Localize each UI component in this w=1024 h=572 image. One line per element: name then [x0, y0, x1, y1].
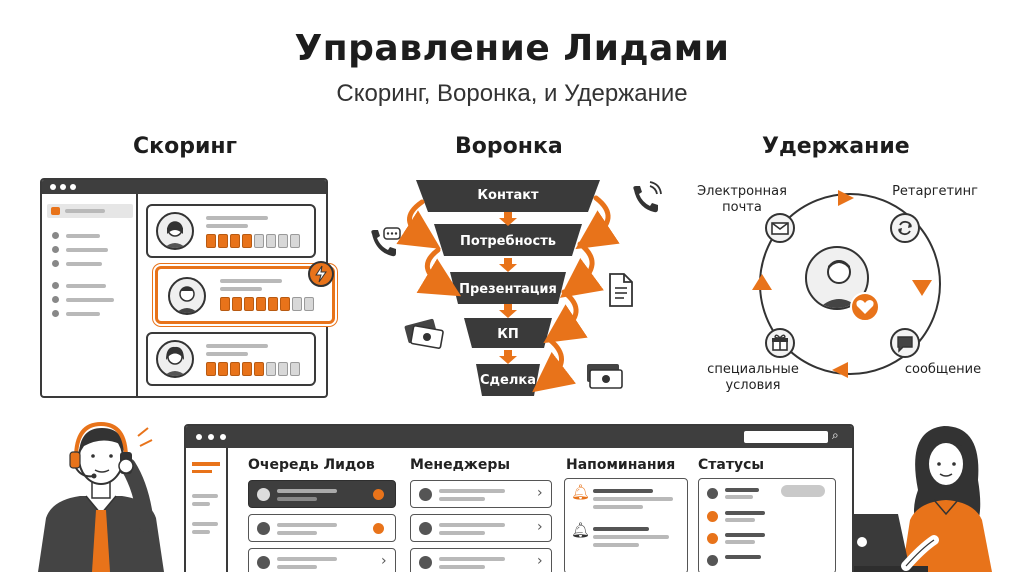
- score-cell: [242, 234, 252, 248]
- lead-card-1[interactable]: [146, 204, 316, 258]
- label-message: сообщение: [904, 362, 982, 377]
- search-input[interactable]: [744, 431, 828, 443]
- sidebar-item-active[interactable]: [47, 204, 133, 218]
- column-head-managers: Менеджеры: [410, 457, 511, 473]
- chevron-right-icon[interactable]: ›: [537, 485, 543, 501]
- page-title: Управление Лидами: [294, 28, 730, 69]
- score-cell: [268, 297, 278, 311]
- score-cell: [266, 234, 276, 248]
- label-email-text: Электронная почта: [697, 184, 787, 215]
- score-cell: [292, 297, 302, 311]
- manager-row-1[interactable]: ›: [410, 480, 552, 508]
- call-operator-illustration: [38, 421, 164, 572]
- column-head-reminders: Напоминания: [566, 457, 676, 473]
- label-retargeting: Ретаргетинг: [892, 184, 978, 199]
- email-icon: [765, 213, 795, 243]
- manager-illustration: [810, 426, 992, 572]
- document-icon: [609, 273, 633, 307]
- score-cell: [256, 297, 266, 311]
- score-cell: [278, 234, 288, 248]
- section-heading-retention: Удержание: [762, 134, 910, 159]
- message-icon: [890, 328, 920, 358]
- window-titlebar: ⌕: [186, 426, 852, 448]
- score-cell: [218, 362, 228, 376]
- score-cell: [254, 362, 264, 376]
- avatar: [156, 212, 194, 250]
- lead-card-3[interactable]: [146, 332, 316, 386]
- score-cell: [230, 362, 240, 376]
- manager-row-3[interactable]: ›: [410, 548, 552, 572]
- score-cell: [206, 362, 216, 376]
- scoring-sidebar: [42, 194, 138, 396]
- avatar: [168, 277, 206, 315]
- score-cell: [218, 234, 228, 248]
- funnel-stage-3: [450, 272, 566, 304]
- label-email: Электронная почта: [692, 184, 792, 216]
- funnel-label-need: Потребность: [460, 234, 556, 249]
- funnel-stage-2: [434, 224, 582, 256]
- retention-cycle: [752, 190, 941, 378]
- funnel-label-deal: Сделка: [480, 373, 536, 388]
- score-cell: [206, 234, 216, 248]
- funnel-diagram: [396, 180, 620, 396]
- cash-stack-icon: [587, 364, 623, 389]
- bell-icon: 🔔︎: [571, 521, 591, 539]
- window-titlebar: [42, 180, 326, 194]
- score-cell: [266, 362, 276, 376]
- manager-row-2[interactable]: ›: [410, 514, 552, 542]
- lead-card-2-highlighted[interactable]: [155, 261, 335, 324]
- score-cell: [304, 297, 314, 311]
- queue-row-1[interactable]: [248, 480, 396, 508]
- column-head-statuses: Статусы: [698, 457, 765, 473]
- funnel-stage-4: [464, 318, 552, 348]
- status-badge: [781, 485, 825, 497]
- section-heading-funnel: Воронка: [455, 134, 563, 159]
- queue-row-2[interactable]: [248, 514, 396, 542]
- score-cell: [242, 362, 252, 376]
- score-cell: [244, 297, 254, 311]
- score-cell: [280, 297, 290, 311]
- customer-avatar: [805, 246, 869, 310]
- score-cell: [278, 362, 288, 376]
- section-heading-scoring: Скоринг: [133, 134, 238, 159]
- funnel-label-contact: Контакт: [477, 188, 539, 203]
- queue-row-3[interactable]: ›: [248, 548, 396, 572]
- score-cell: [254, 234, 264, 248]
- funnel-stage-1: [416, 180, 600, 212]
- dashboard-sidebar: [186, 448, 228, 572]
- funnel-label-presentation: Презентация: [459, 282, 557, 297]
- funnel-stage-5: [476, 364, 540, 396]
- chat-phone-icon: [371, 227, 401, 257]
- funnel-label-offer: КП: [497, 327, 519, 342]
- label-special-text: специальные условия: [707, 362, 799, 393]
- score-cell: [232, 297, 242, 311]
- statuses-panel: [698, 478, 836, 572]
- search-icon[interactable]: ⌕: [832, 428, 839, 442]
- chevron-right-icon[interactable]: ›: [381, 553, 387, 569]
- lightning-icon: [308, 261, 334, 287]
- label-special: специальные условия: [700, 362, 806, 394]
- score-cell: [230, 234, 240, 248]
- score-cell: [220, 297, 230, 311]
- heart-icon: [850, 292, 880, 322]
- phone-ringing-icon: [633, 181, 662, 213]
- chevron-right-icon[interactable]: ›: [537, 519, 543, 535]
- chevron-right-icon[interactable]: ›: [537, 553, 543, 569]
- retargeting-icon: [890, 213, 920, 243]
- avatar: [156, 340, 194, 378]
- score-cell: [290, 362, 300, 376]
- gift-icon: [765, 328, 795, 358]
- reminders-panel: 🔔︎ 🔔︎: [564, 478, 688, 572]
- money-icon: [404, 318, 444, 349]
- bell-icon: 🔔︎: [571, 483, 591, 501]
- score-cell: [290, 234, 300, 248]
- page-subtitle: Скоринг, Воронка, и Удержание: [336, 80, 688, 107]
- column-head-queue: Очередь Лидов: [248, 457, 375, 473]
